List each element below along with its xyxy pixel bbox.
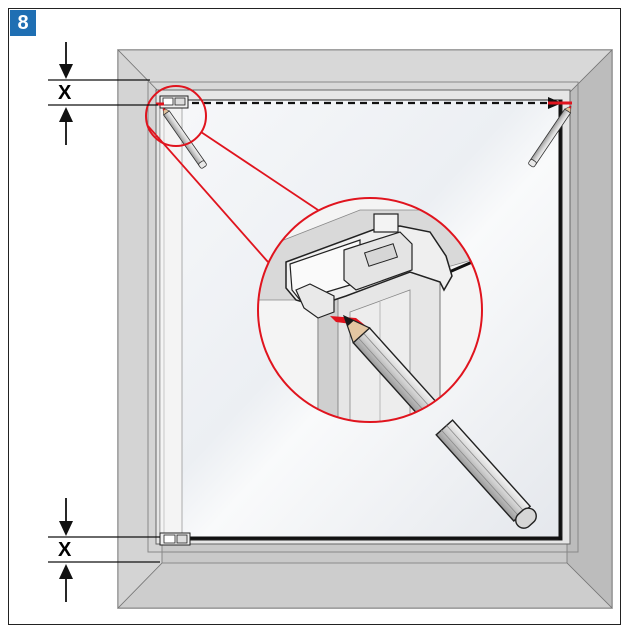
bottom-dimension-indicator [48,498,160,602]
step-number-badge: 8 [10,10,36,36]
mounting-bracket-top [156,95,189,109]
figure-border [8,8,621,625]
top-guide-line [192,97,572,109]
zoom-detail-view [257,197,483,423]
mounting-bracket-bottom [159,532,191,546]
top-dimension-indicator [48,42,158,145]
pencil-icon [162,107,207,169]
top-dimension-label: X [58,82,72,104]
bottom-dimension-label: X [58,539,72,561]
pencil-end-cap [435,419,537,529]
detail-marker-circle [145,85,207,147]
zoom-connector-lines [147,125,319,263]
pencil-icon [528,105,572,168]
